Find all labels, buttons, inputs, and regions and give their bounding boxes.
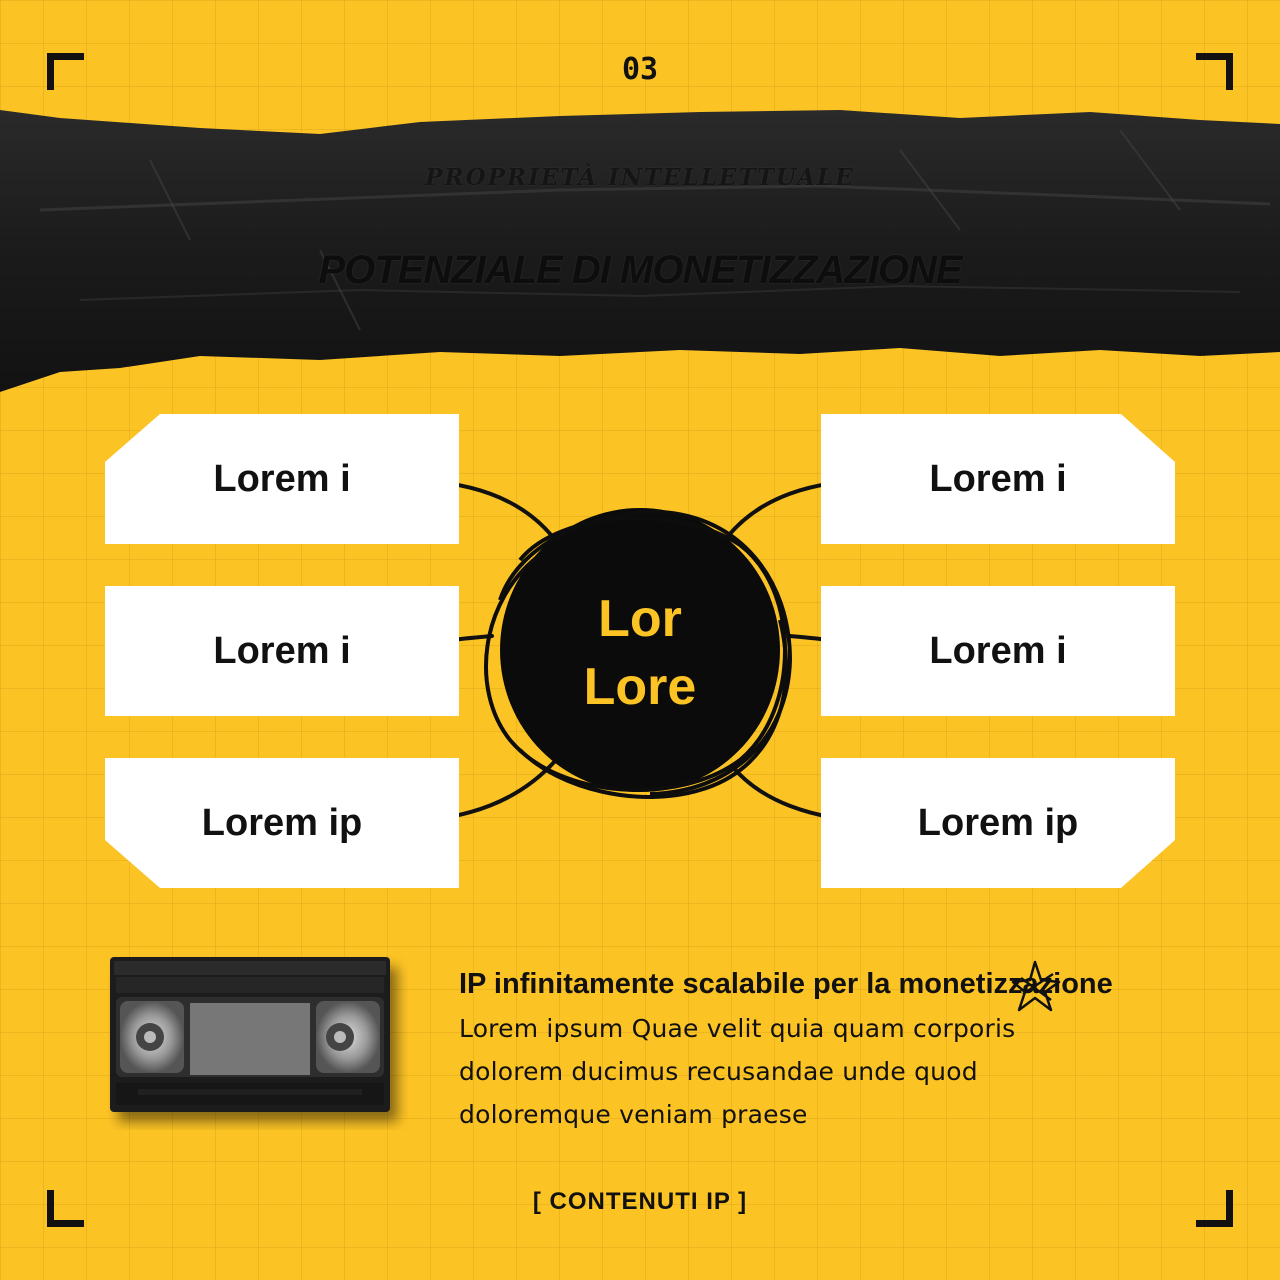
left-box-1-label: Lorem i [213,457,351,500]
header-title: POTENZIALE DI MONETIZZAZIONE [318,248,962,292]
right-box-2-label: Lorem i [929,629,1067,672]
info-body: Lorem ipsum Quae velit quia quam corpori… [459,1014,1016,1129]
center-label: Lor Lore [510,585,770,721]
left-box-3-label: Lorem ip [201,801,363,844]
center-label-line2: Lore [583,658,697,716]
right-box-1: Lorem i [821,414,1175,544]
vhs-cassette-icon [110,957,390,1112]
corner-bracket-top-right-icon [1196,53,1233,90]
left-box-2-label: Lorem i [213,629,351,672]
center-circle [484,508,793,799]
right-box-3-label: Lorem ip [917,801,1079,844]
corner-bracket-bottom-right-icon [1196,1190,1233,1227]
tape-banner [0,110,1280,392]
corner-bracket-top-left-icon [47,53,84,90]
left-box-2: Lorem i [105,586,459,716]
page-number: 03 [621,52,659,87]
star-doodle-icon [1011,960,1061,1012]
right-box-2: Lorem i [821,586,1175,716]
right-box-3: Lorem ip [821,758,1175,888]
header-subtitle: PROPRIETÀ INTELLETTUALE [425,164,855,191]
center-label-line1: Lor [598,590,682,648]
info-block: IP infinitamente scalabile per la moneti… [459,960,1179,1136]
corner-bracket-bottom-left-icon [47,1190,84,1227]
right-box-1-label: Lorem i [929,457,1067,500]
left-box-1: Lorem i [105,414,459,544]
left-box-3: Lorem ip [105,758,459,888]
footer-label: [ CONTENUTI IP ] [532,1188,748,1215]
info-title: IP infinitamente scalabile per la moneti… [459,960,1113,1012]
info-title-text: IP infinitamente scalabile per la moneti… [459,968,1113,1000]
